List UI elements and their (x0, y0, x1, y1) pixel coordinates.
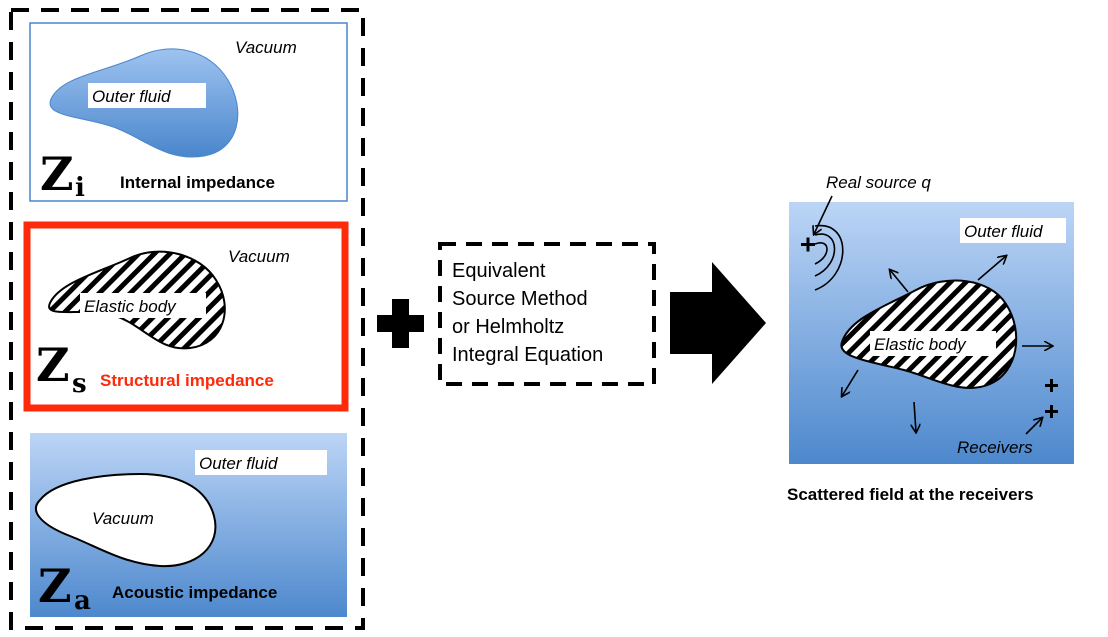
real-source-label: Real source q (826, 173, 931, 192)
method-box: Equivalent Source Method or Helmholtz In… (438, 242, 656, 386)
outer-fluid-label: Outer fluid (964, 222, 1043, 241)
method-line-1: Equivalent (452, 260, 546, 282)
vacuum-label: Vacuum (228, 247, 290, 266)
impedance-group-frame (9, 8, 365, 630)
vacuum-cavity-shape (34, 472, 217, 568)
z-i-subscript: i (75, 173, 85, 203)
z-s-letter: Z (36, 338, 70, 392)
outer-fluid-label: Outer fluid (92, 87, 171, 106)
method-line-4: Integral Equation (452, 344, 603, 366)
z-a-letter: Z (38, 559, 72, 613)
elastic-body-label: Elastic body (874, 335, 967, 354)
plus-symbol (377, 299, 424, 348)
internal-impedance-caption: Internal impedance (120, 173, 275, 192)
vacuum-label: Vacuum (235, 38, 297, 57)
elastic-body-label: Elastic body (84, 297, 177, 316)
receiver-plus-icon (1045, 405, 1058, 418)
receiver-plus-icon (1045, 379, 1058, 392)
z-s-subscript: s (72, 369, 87, 399)
method-line-3: or Helmholtz (452, 316, 564, 338)
source-pointer-arrow (814, 195, 833, 234)
internal-impedance-panel: Outer fluid Vacuum Z i Internal impedanc… (29, 22, 348, 203)
source-plus-icon (801, 237, 815, 252)
result-arrow (670, 262, 766, 384)
receivers-label: Receivers (957, 438, 1033, 457)
acoustic-impedance-caption: Acoustic impedance (112, 583, 277, 602)
acoustic-impedance-panel: Outer fluid Vacuum Z a Acoustic impedanc… (30, 433, 347, 617)
structural-impedance-caption: Structural impedance (100, 371, 274, 390)
structural-impedance-panel: Elastic body Vacuum Z s Structural imped… (23, 221, 349, 412)
method-line-2: Source Method (452, 288, 588, 310)
z-a-subscript: a (74, 586, 91, 616)
receiver-pointer-arrow (1025, 418, 1042, 435)
z-i-letter: Z (40, 147, 74, 201)
result-caption: Scattered field at the receivers (787, 485, 1034, 504)
outer-fluid-label: Outer fluid (199, 454, 278, 473)
vacuum-label: Vacuum (92, 509, 154, 528)
scattered-wave-arrows (842, 256, 1052, 432)
result-panel: Elastic body Outer fluid Real source q (789, 173, 1074, 464)
